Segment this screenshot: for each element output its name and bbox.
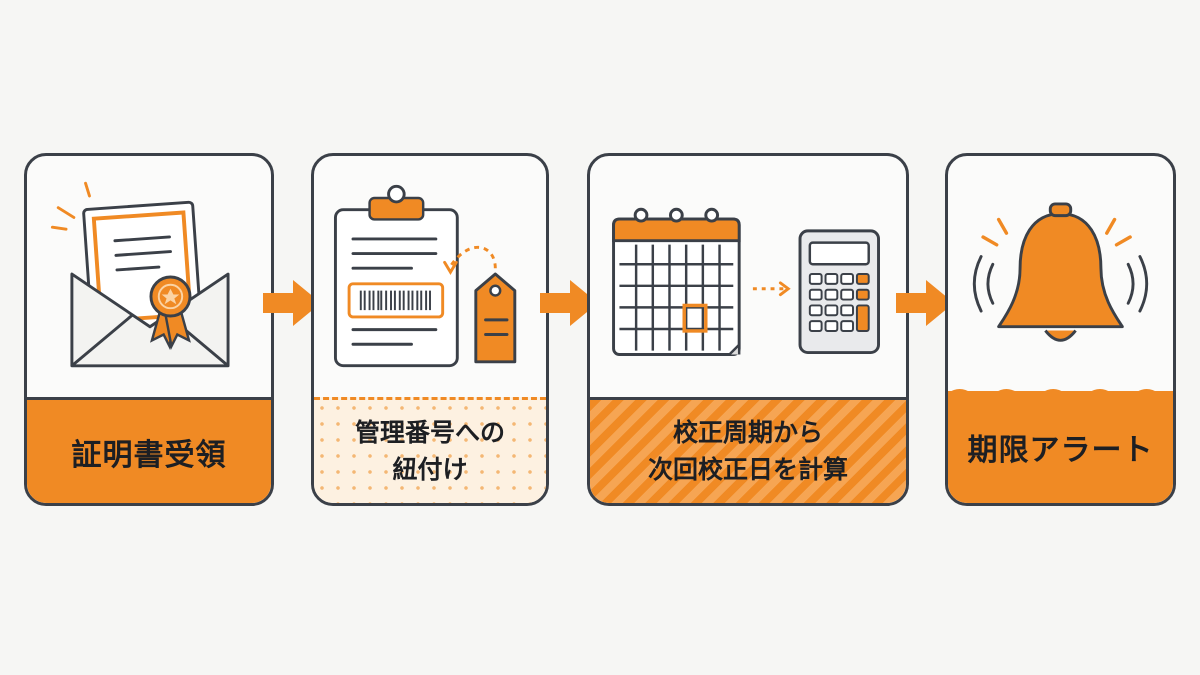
sparkle-icon xyxy=(50,181,91,231)
calendar-icon xyxy=(612,207,741,356)
alert-rays-icon xyxy=(981,217,1132,247)
tag-icon xyxy=(474,272,517,364)
calculator-icon xyxy=(798,229,880,355)
step1-illustration xyxy=(27,156,271,396)
ribbon-badge-icon xyxy=(149,275,192,351)
step-card-expiry-alert: 期限アラート xyxy=(945,153,1176,506)
bell-icon xyxy=(997,202,1124,342)
arrow-right-icon xyxy=(540,280,598,326)
dotted-arrow-icon xyxy=(752,281,791,297)
arrow-right-icon xyxy=(263,280,321,326)
barcode-icon xyxy=(347,282,445,319)
step3-illustration xyxy=(590,156,906,396)
step4-illustration xyxy=(948,156,1173,396)
step-card-id-linking: 管理番号への 紐付け xyxy=(311,153,549,506)
step2-label: 管理番号への 紐付け xyxy=(314,397,546,503)
step-card-certificate-receipt: 証明書受領 xyxy=(24,153,274,506)
arrow-right-icon xyxy=(896,280,954,326)
step-card-next-calibration-calc: 校正周期から 次回校正日を計算 xyxy=(587,153,909,506)
sound-waves-icon xyxy=(972,255,1149,313)
clipboard-icon xyxy=(333,184,459,368)
step1-label: 証明書受領 xyxy=(27,397,271,503)
step3-label: 校正周期から 次回校正日を計算 xyxy=(590,397,906,503)
highlighted-date xyxy=(682,303,708,333)
step2-illustration xyxy=(314,156,546,396)
step4-label: 期限アラート xyxy=(948,391,1173,503)
